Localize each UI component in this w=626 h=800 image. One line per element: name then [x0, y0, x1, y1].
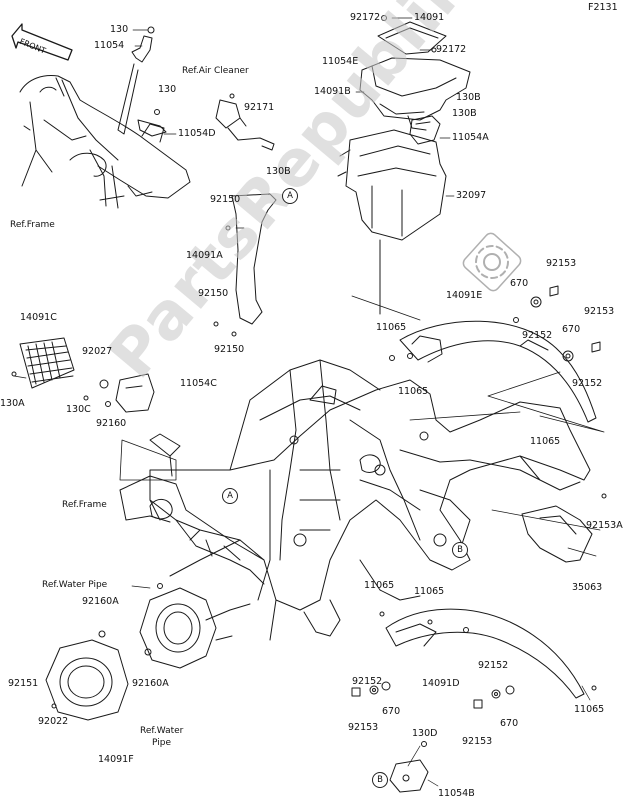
- part-label: 130A: [0, 398, 25, 409]
- part-label: 92171: [244, 102, 275, 113]
- front-arrow-icon: [11, 23, 73, 61]
- bracket-35063-part: [521, 493, 607, 563]
- ref-air-cleaner: Ref.Air Cleaner: [182, 66, 249, 76]
- ref-water-pipe-bottom: Ref.Water: [140, 726, 184, 736]
- battery-tray-14091B-part: [359, 57, 471, 131]
- part-label: 14091: [414, 12, 445, 23]
- part-label: 130: [158, 84, 177, 95]
- part-label: 11065: [376, 322, 407, 333]
- bolt-92160-part: [105, 401, 111, 407]
- down-tube-part: [119, 433, 265, 585]
- engine-housing-part: [98, 583, 251, 669]
- fender-14091D-part: [385, 608, 597, 699]
- part-label: 92153A: [586, 520, 623, 531]
- part-label: 92150: [210, 194, 241, 205]
- cover-14091A-part: [213, 193, 277, 337]
- part-label: 92027: [82, 346, 113, 357]
- part-label: 130B: [266, 166, 291, 177]
- bracket-11054C-part: [115, 373, 155, 413]
- part-label: 92022: [38, 716, 69, 727]
- ref-water-pipe-bottom-2: Pipe: [152, 738, 171, 748]
- part-label: 11065: [364, 580, 395, 591]
- part-label: 130B: [456, 92, 481, 103]
- part-label: 92160A: [82, 596, 119, 607]
- part-label: 92160A: [132, 678, 169, 689]
- bushing-92027-part: [99, 379, 109, 389]
- part-label: 11054E: [322, 56, 359, 67]
- leader-lines: [13, 17, 601, 787]
- part-label: 92150: [198, 288, 229, 299]
- part-label: 130: [110, 24, 129, 35]
- part-label: 14091D: [422, 678, 460, 689]
- part-label: 14091E: [446, 290, 483, 301]
- sensor-92171-part: [215, 93, 275, 151]
- callout-a-top: A: [282, 188, 298, 204]
- part-label: 14091A: [186, 250, 223, 261]
- gear-icon: [462, 232, 522, 292]
- part-label: 670: [500, 718, 519, 729]
- part-label: 92153: [546, 258, 577, 269]
- ref-frame-top: Ref.Frame: [10, 220, 55, 230]
- part-label: 11065: [574, 704, 605, 715]
- part-label: 92172: [350, 12, 381, 23]
- part-label: 14091F: [98, 754, 134, 765]
- collar-130C-part: [83, 395, 89, 401]
- bracket-11054-part: [117, 35, 153, 135]
- battery-cover-14091-part: [377, 15, 447, 55]
- part-label: 92151: [8, 678, 39, 689]
- part-label: 14091B: [314, 86, 351, 97]
- battery-case-32097-part: [337, 129, 447, 241]
- part-label: 92153: [462, 736, 493, 747]
- part-label: 92152: [572, 378, 603, 389]
- part-label: 92152: [352, 676, 383, 687]
- part-label: 130C: [66, 404, 91, 415]
- part-label: 130B: [452, 108, 477, 119]
- bracket-11054A-part: [409, 115, 441, 145]
- part-label: 11065: [414, 586, 445, 597]
- part-label: 92160: [96, 418, 127, 429]
- ref-water-pipe-top: Ref.Water Pipe: [42, 580, 108, 590]
- washers-lower: [351, 611, 515, 709]
- bracket-11054B-part: [389, 741, 429, 793]
- part-label: 11065: [530, 436, 561, 447]
- part-label: 35063: [572, 582, 603, 593]
- part-label: 92153: [348, 722, 379, 733]
- part-label: 11054B: [438, 788, 475, 799]
- callout-a-mid: A: [222, 488, 238, 504]
- callout-b-bottom: B: [372, 772, 388, 788]
- callout-b-mid: B: [452, 542, 468, 558]
- part-label: 92153: [584, 306, 615, 317]
- bracket-11054D-part: [137, 119, 167, 137]
- part-label: 11065: [398, 386, 429, 397]
- upper-frame-part: [19, 75, 191, 209]
- part-label: 670: [562, 324, 581, 335]
- part-label: 92150: [214, 344, 245, 355]
- part-label: 11054C: [180, 378, 217, 389]
- part-label: 14091C: [20, 312, 57, 323]
- part-label: 11054A: [452, 132, 489, 143]
- part-label: 92172: [436, 44, 467, 55]
- part-label: 11054: [94, 40, 125, 51]
- figure-code: F2131: [588, 2, 618, 13]
- bolt-130-part: [147, 26, 155, 34]
- fender-14091E-part: [399, 320, 597, 423]
- part-label: 670: [382, 706, 401, 717]
- part-label: 92152: [478, 660, 509, 671]
- main-frame-part: [149, 359, 591, 641]
- bolt-130-mid-part: [154, 109, 160, 115]
- part-label: 670: [510, 278, 529, 289]
- part-label: 32097: [456, 190, 487, 201]
- engine-cover-14091F-part: [45, 639, 129, 721]
- part-label: 92152: [522, 330, 553, 341]
- part-label: 130D: [412, 728, 438, 739]
- ref-frame-mid: Ref.Frame: [62, 500, 107, 510]
- part-label: 11054D: [178, 128, 216, 139]
- washers-upper: [389, 285, 601, 362]
- grille-14091C-part: [11, 337, 75, 389]
